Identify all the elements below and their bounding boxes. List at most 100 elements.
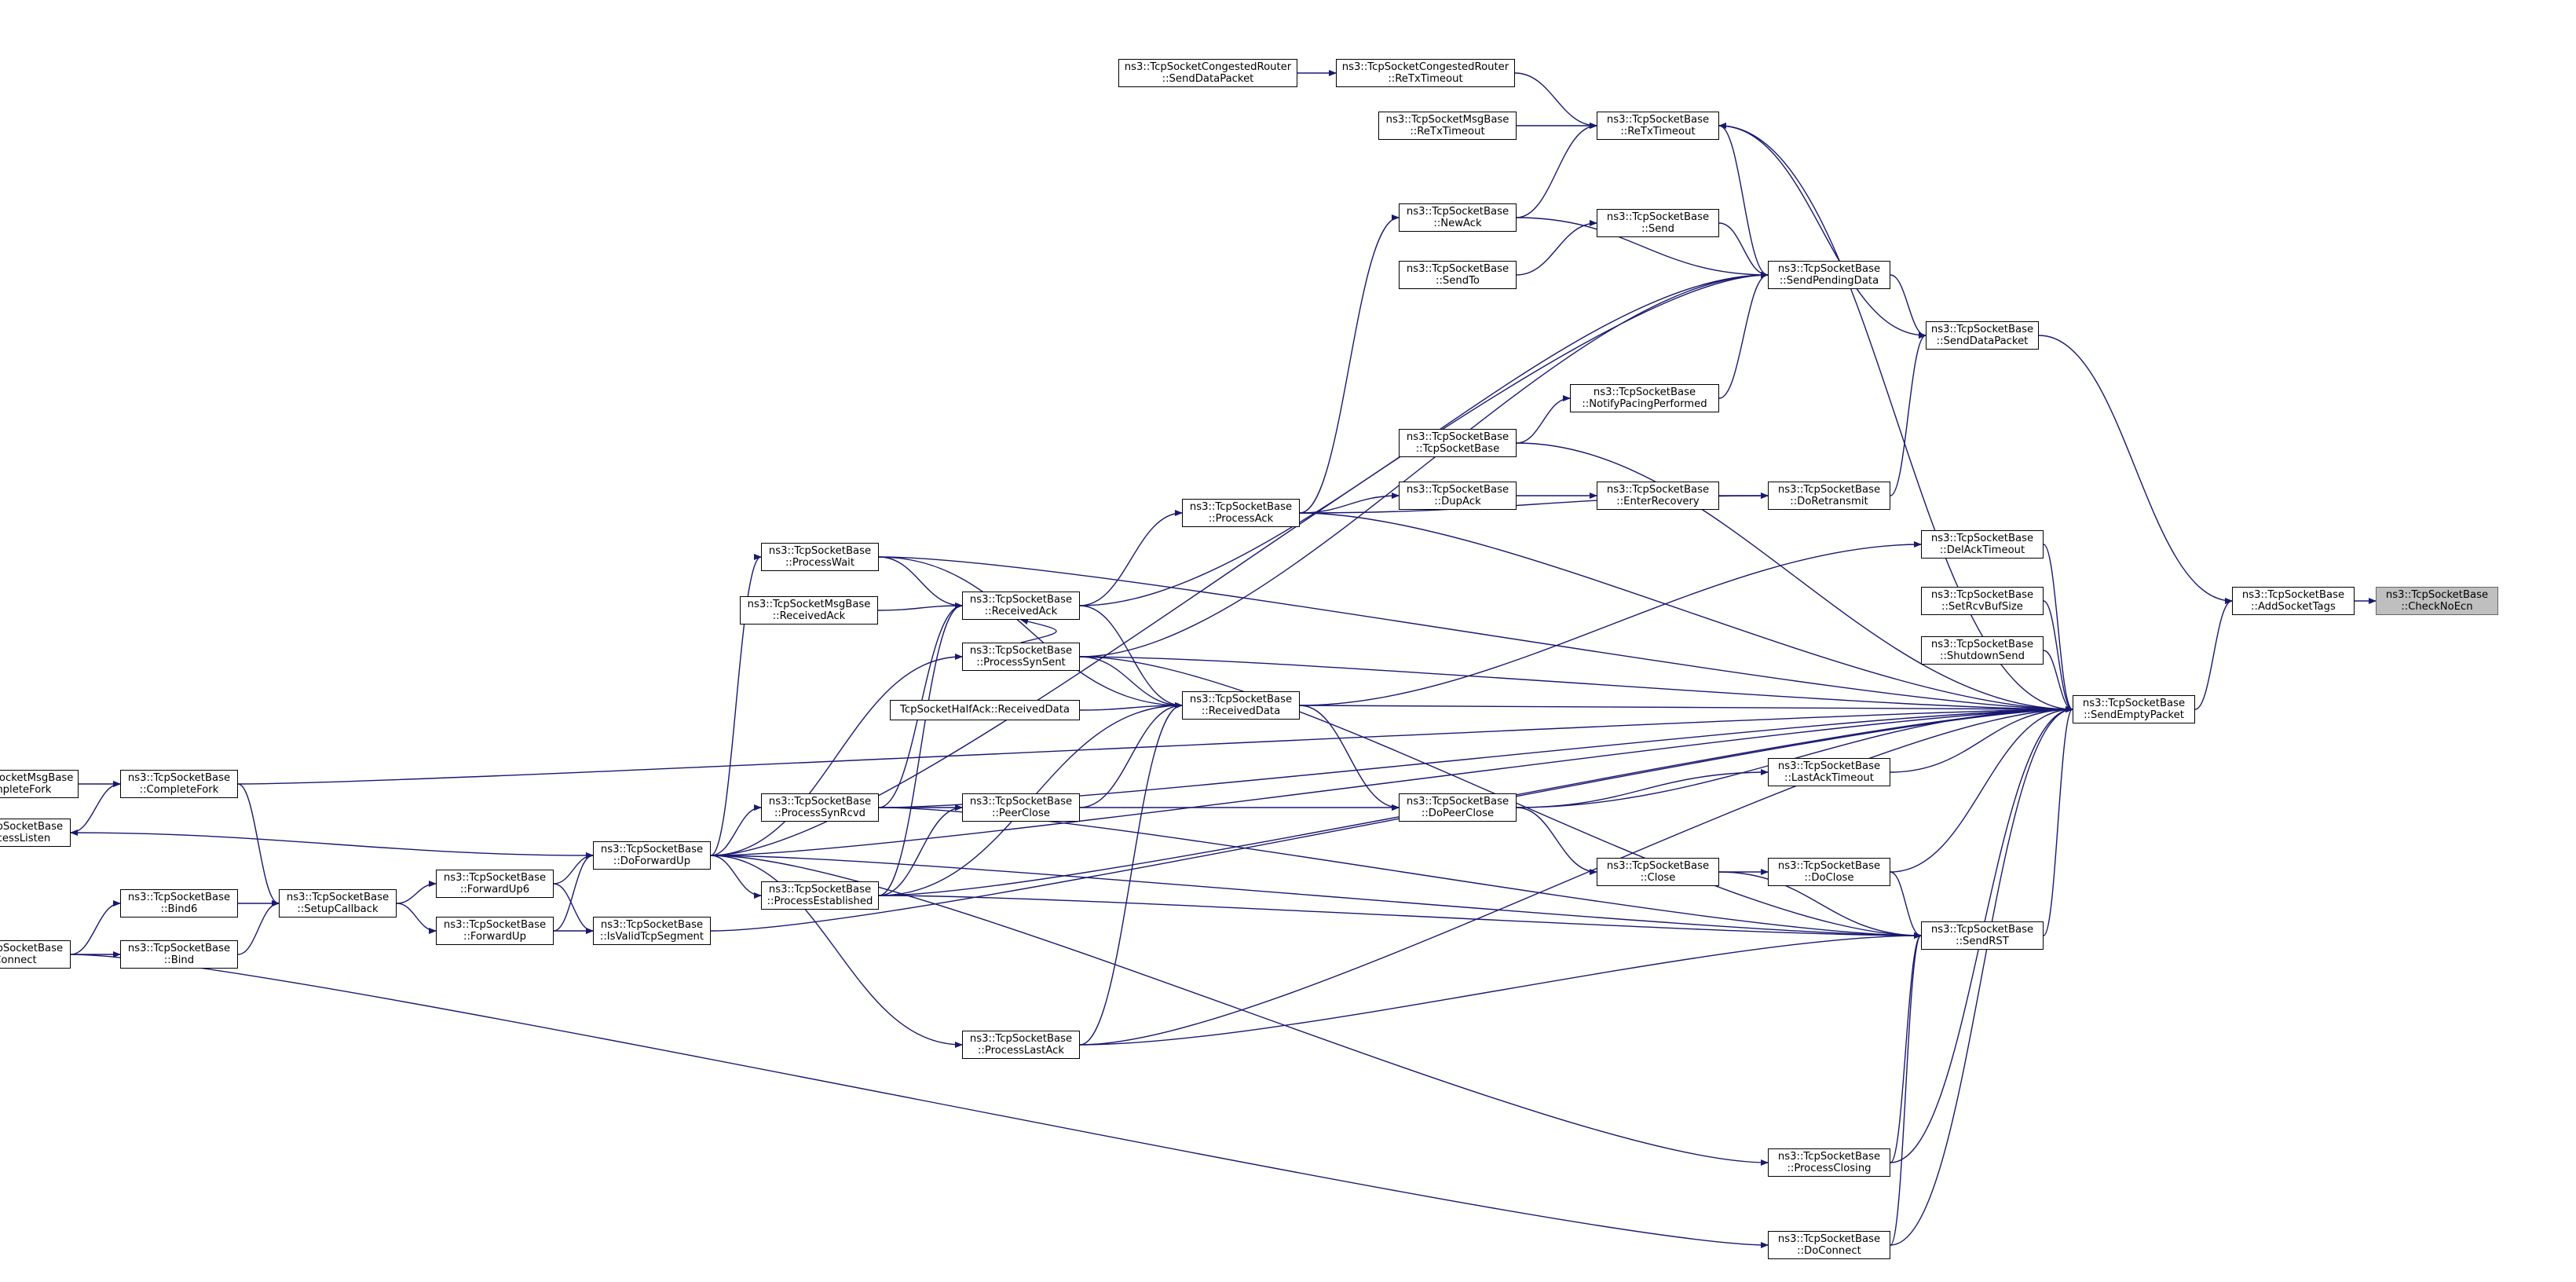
node-label-line1: ns3::TcpSocketBase (286, 891, 390, 903)
node-label-line1: ns3::TcpSocketBase (2385, 588, 2489, 601)
edge-ProcessSynSent-to-SendPendingData (1079, 272, 1769, 657)
node-complete-fork[interactable]: ns3::TcpSocketBase::CompleteFork (120, 770, 238, 798)
node-send[interactable]: ns3::TcpSocketBase::Send (1597, 209, 1719, 237)
node-label-line2: ::DoClose (1804, 872, 1854, 884)
node-label-line1: ns3::TcpSocketBase (969, 795, 1073, 808)
edge-ProcessEstablished-to-SendRST (878, 895, 1922, 939)
node-setup-callback[interactable]: ns3::TcpSocketBase::SetupCallback (279, 889, 397, 918)
node-label-line2: ::Close (1640, 872, 1676, 884)
edge-DoClose-to-SendEmptyPacket (1890, 706, 2073, 873)
node-label-line1: ns3::TcpSocketBase (1606, 483, 1710, 496)
node-shutdown-send[interactable]: ns3::TcpSocketBase::ShutdownSend (1921, 636, 2044, 665)
edge-CloseFn-to-SendRST (1718, 871, 1922, 939)
node-enter-recovery[interactable]: ns3::TcpSocketBase::EnterRecovery (1597, 482, 1719, 510)
node-process-syn-rcvd[interactable]: ns3::TcpSocketBase::ProcessSynRcvd (761, 793, 879, 822)
node-label-line2: ::Send (1641, 223, 1675, 235)
edge-DoForwardUp-to-SendRST (710, 855, 1922, 939)
node-is-valid-tcp-segment[interactable]: ns3::TcpSocketBase::IsValidTcpSegment (593, 917, 711, 945)
node-label-line1: ns3::TcpSocketBase (1930, 323, 2034, 335)
node-label-line2: ::AddSocketTags (2251, 601, 2336, 613)
node-do-connect[interactable]: ns3::TcpSocketBase::DoConnect (1768, 1231, 1890, 1259)
node-cong-re-tx-timeout[interactable]: ns3::TcpSocketCongestedRouter::ReTxTimeo… (1336, 59, 1515, 87)
node-msg-re-tx-timeout[interactable]: ns3::TcpSocketMsgBase::ReTxTimeout (1378, 112, 1517, 140)
node-label-line1: ns3::TcpSocketBase (0, 820, 64, 833)
node-label-line2: ::DoForwardUp (613, 855, 691, 867)
node-forward-up6[interactable]: ns3::TcpSocketBase::ForwardUp6 (436, 870, 554, 898)
node-connect[interactable]: ns3::TcpSocketBase::Connect (0, 940, 71, 969)
node-received-data[interactable]: ns3::TcpSocketBase::ReceivedData (1182, 691, 1300, 720)
node-bind[interactable]: ns3::TcpSocketBase::Bind (120, 940, 238, 969)
node-send-to[interactable]: ns3::TcpSocketBase::SendTo (1399, 261, 1517, 289)
edge-LastAckTimeout-to-SendEmptyPacket (1890, 706, 2073, 773)
node-label-line2: ::ProcessClosing (1787, 1163, 1872, 1174)
node-msg-complete-fork[interactable]: ns3::TcpSocketMsgBase::CompleteFork (0, 770, 79, 798)
node-process-wait[interactable]: ns3::TcpSocketBase::ProcessWait (761, 543, 879, 571)
node-label-line1: ns3::TcpSocketCongestedRouter (1124, 60, 1292, 73)
node-label-line2: ::NewAck (1433, 218, 1482, 229)
node-msg-received-ack[interactable]: ns3::TcpSocketMsgBase::ReceivedAck (740, 596, 878, 625)
node-label-line1: ns3::TcpSocketBase (768, 795, 872, 808)
node-process-closing[interactable]: ns3::TcpSocketBase::ProcessClosing (1768, 1148, 1890, 1177)
node-set-rcv-buf-size[interactable]: ns3::TcpSocketBase::SetRcvBufSize (1921, 587, 2044, 615)
node-label-line2: ::DupAck (1434, 496, 1481, 507)
edge-DoForwardUp-to-SendEmptyPacket (710, 706, 2073, 856)
node-label-line2: ::ProcessWait (785, 557, 855, 569)
node-notify-pacing-performed[interactable]: ns3::TcpSocketBase::NotifyPacingPerforme… (1570, 384, 1719, 412)
node-label-line2: ::Connect (0, 954, 37, 966)
node-process-syn-sent[interactable]: ns3::TcpSocketBase::ProcessSynSent (962, 643, 1080, 671)
node-send-rst[interactable]: ns3::TcpSocketBase::SendRST (1921, 921, 2044, 950)
edge-ReceivedData-to-DelAckTimeout (1299, 541, 1922, 706)
node-label-line2: ::ProcessSynRcvd (774, 808, 866, 819)
node-process-listen[interactable]: ns3::TcpSocketBase::ProcessListen (0, 819, 71, 847)
node-process-ack[interactable]: ns3::TcpSocketBase::ProcessAck (1182, 499, 1300, 527)
node-peer-close[interactable]: ns3::TcpSocketBase::PeerClose (962, 793, 1080, 822)
node-label-line2: ::ShutdownSend (1940, 650, 2025, 662)
node-label-line2: ::SendPendingData (1779, 275, 1879, 287)
node-label-line1: ns3::TcpSocketBase (1777, 859, 1881, 872)
node-label-line1: ns3::TcpSocketBase (1930, 588, 2034, 601)
node-do-close[interactable]: ns3::TcpSocketBase::DoClose (1768, 858, 1890, 886)
node-close-fn[interactable]: ns3::TcpSocketBase::Close (1597, 858, 1719, 886)
node-label-line2: ::CompleteFork (0, 784, 52, 796)
node-cong-send-data-packet[interactable]: ns3::TcpSocketCongestedRouter::SendDataP… (1118, 59, 1297, 87)
edge-ProcessAck-to-DupAck (1299, 493, 1400, 514)
node-last-ack-timeout[interactable]: ns3::TcpSocketBase::LastAckTimeout (1768, 758, 1890, 786)
node-send-pending-data[interactable]: ns3::TcpSocketBase::SendPendingData (1768, 261, 1890, 289)
node-label-line2: ::ReTxTimeout (1410, 126, 1485, 137)
node-label-line2: ::EnterRecovery (1616, 496, 1700, 507)
edge-SetRcvBufSize-to-SendEmptyPacket (2043, 600, 2073, 712)
node-do-retransmit[interactable]: ns3::TcpSocketBase::DoRetransmit (1768, 482, 1890, 510)
node-label-line1: ns3::TcpSocketBase (2082, 697, 2186, 709)
node-do-peer-close[interactable]: ns3::TcpSocketBase::DoPeerClose (1399, 793, 1517, 822)
node-new-ack[interactable]: ns3::TcpSocketBase::NewAck (1399, 203, 1517, 232)
node-label-line1: TcpSocketHalfAck::ReceivedData (900, 704, 1070, 716)
node-label-line1: ns3::TcpSocketBase (1930, 638, 2034, 650)
edge-ReceivedData-to-DoPeerClose (1299, 705, 1400, 811)
node-bind6[interactable]: ns3::TcpSocketBase::Bind6 (120, 889, 238, 918)
edge-ReceivedAck-to-ReceivedData (1079, 605, 1183, 709)
node-send-data-packet[interactable]: ns3::TcpSocketBase::SendDataPacket (1926, 321, 2039, 350)
node-label-line1: ns3::TcpSocketBase (1406, 205, 1509, 218)
node-label-line1: ns3::TcpSocketBase (1930, 923, 2034, 936)
edge-Connect-to-DoConnect (70, 954, 1769, 1248)
node-label-line1: ns3::TcpSocketBase (1406, 483, 1509, 496)
node-label-line1: ns3::TcpSocketBase (600, 918, 704, 931)
node-received-ack[interactable]: ns3::TcpSocketBase::ReceivedAck (962, 592, 1080, 620)
node-del-ack-timeout[interactable]: ns3::TcpSocketBase::DelAckTimeout (1921, 530, 2044, 559)
node-label-line1: ns3::TcpSocketBase (127, 891, 231, 903)
node-tcp-socket-base-ctor[interactable]: ns3::TcpSocketBase::TcpSocketBase (1399, 429, 1517, 457)
node-dup-ack[interactable]: ns3::TcpSocketBase::DupAck (1399, 482, 1517, 510)
node-check-no-ecn[interactable]: ns3::TcpSocketBase::CheckNoEcn (2376, 587, 2498, 615)
edge-SendEmptyPacket-to-AddSocketTags (2194, 598, 2233, 710)
edge-ProcessClosing-to-SendRST (1890, 932, 1922, 1163)
node-re-tx-timeout[interactable]: ns3::TcpSocketBase::ReTxTimeout (1597, 112, 1719, 140)
node-process-last-ack[interactable]: ns3::TcpSocketBase::ProcessLastAck (962, 1031, 1080, 1059)
node-forward-up[interactable]: ns3::TcpSocketBase::ForwardUp (436, 917, 554, 945)
node-do-forward-up[interactable]: ns3::TcpSocketBase::DoForwardUp (593, 841, 711, 870)
node-add-socket-tags[interactable]: ns3::TcpSocketBase::AddSocketTags (2232, 587, 2355, 615)
node-half-ack-received-data[interactable]: TcpSocketHalfAck::ReceivedData (890, 700, 1080, 720)
node-send-empty-packet[interactable]: ns3::TcpSocketBase::SendEmptyPacket (2073, 695, 2195, 723)
node-label-line1: ns3::TcpSocketBase (969, 644, 1073, 657)
node-process-established[interactable]: ns3::TcpSocketBase::ProcessEstablished (761, 881, 879, 910)
